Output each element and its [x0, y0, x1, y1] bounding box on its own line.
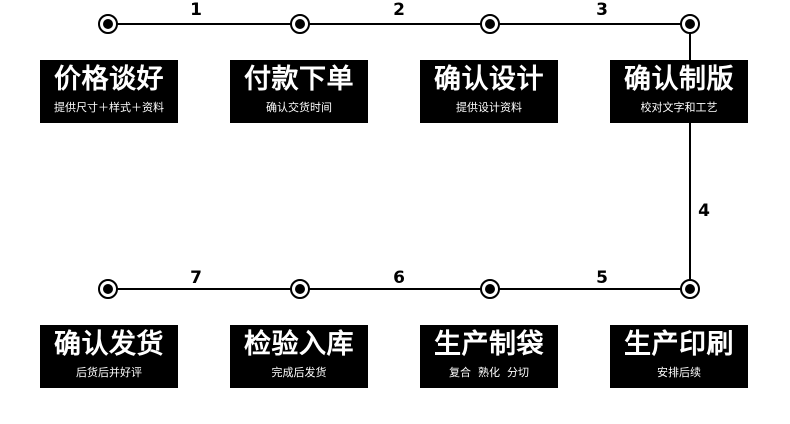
connector-number-4: 4 — [698, 201, 710, 221]
step-title: 价格谈好 — [54, 64, 164, 95]
step-description: 复合 熟化 分切 — [449, 366, 529, 379]
step-description: 完成后发货 — [271, 366, 327, 379]
step-description: 安排后续 — [657, 366, 701, 379]
step-box-bag-making: 生产制袋 复合 熟化 分切 — [420, 325, 558, 388]
node-step-6-dot — [485, 284, 495, 294]
node-step-2-dot — [295, 19, 305, 29]
step-title: 付款下单 — [244, 64, 354, 95]
step-box-inspection-storage: 检验入库 完成后发货 — [230, 325, 368, 388]
step-description: 校对文字和工艺 — [640, 101, 718, 114]
node-step-5-dot — [685, 284, 695, 294]
step-title: 检验入库 — [244, 329, 354, 360]
step-box-payment-order: 付款下单 确认交货时间 — [230, 60, 368, 123]
connector-number-1: 1 — [190, 0, 202, 20]
connector-number-5: 5 — [596, 268, 608, 288]
node-step-1-dot — [103, 19, 113, 29]
step-description: 提供尺寸＋样式＋资料 — [54, 101, 164, 114]
step-box-confirm-shipment: 确认发货 后货后并好评 — [40, 325, 178, 388]
connector-number-3: 3 — [596, 0, 608, 20]
step-box-price-agreed: 价格谈好 提供尺寸＋样式＋资料 — [40, 60, 178, 123]
connector-number-2: 2 — [393, 0, 405, 20]
node-step-4-dot — [685, 19, 695, 29]
step-description: 后货后并好评 — [76, 366, 142, 379]
connector-number-7: 7 — [190, 268, 202, 288]
node-step-8-dot — [103, 284, 113, 294]
step-box-printing: 生产印刷 安排后续 — [610, 325, 748, 388]
step-box-confirm-plate: 确认制版 校对文字和工艺 — [610, 60, 748, 123]
node-step-7-dot — [295, 284, 305, 294]
step-description: 提供设计资料 — [456, 101, 522, 114]
step-title: 生产印刷 — [624, 329, 734, 360]
step-title: 生产制袋 — [434, 329, 544, 360]
step-description: 确认交货时间 — [266, 101, 332, 114]
step-title: 确认设计 — [434, 64, 544, 95]
connector-number-6: 6 — [393, 268, 405, 288]
step-box-confirm-design: 确认设计 提供设计资料 — [420, 60, 558, 123]
step-title: 确认发货 — [54, 329, 164, 360]
node-step-3-dot — [485, 19, 495, 29]
step-title: 确认制版 — [624, 64, 734, 95]
